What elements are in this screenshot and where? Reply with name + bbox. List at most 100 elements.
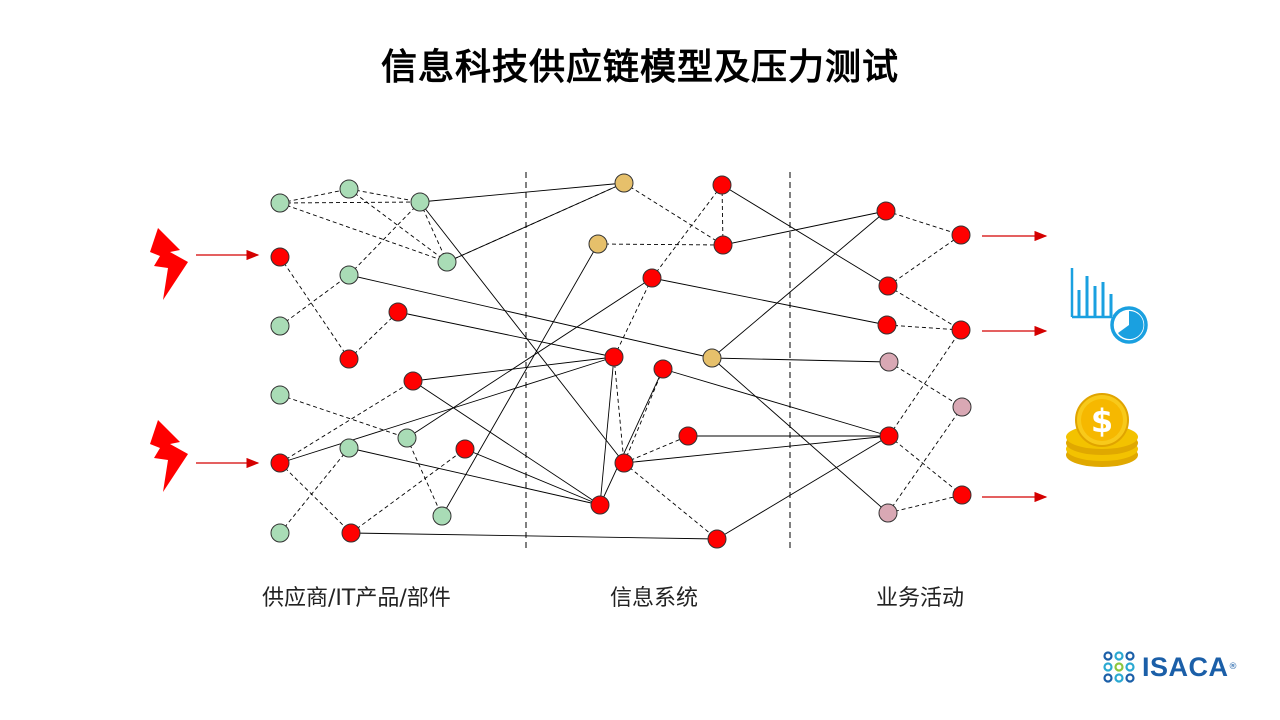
node-green xyxy=(270,193,290,213)
node-red xyxy=(604,347,624,367)
node-red xyxy=(678,426,698,446)
dashed-connection xyxy=(888,329,962,437)
dashed-connection xyxy=(279,462,352,534)
bar-chart-gauge-icon xyxy=(1070,268,1148,344)
column-label-business: 业务活动 xyxy=(876,586,965,611)
node-red xyxy=(707,529,727,549)
node-red xyxy=(878,276,898,296)
dashed-connection xyxy=(279,202,448,263)
dashed-connection xyxy=(887,285,962,331)
node-red xyxy=(403,371,423,391)
dashed-connection xyxy=(419,201,448,263)
node-pink xyxy=(879,352,899,372)
nodes xyxy=(270,173,972,549)
solid-connection xyxy=(716,435,890,540)
solid-connection xyxy=(651,277,888,326)
node-red xyxy=(341,523,361,543)
solid-connection xyxy=(419,182,625,203)
dashed-connection xyxy=(885,210,962,236)
node-red xyxy=(712,175,732,195)
solid-connection xyxy=(599,356,615,506)
node-green xyxy=(437,252,457,272)
dashed-connection xyxy=(887,494,963,514)
column-label-supplier: 供应商/IT产品/部件 xyxy=(262,586,451,611)
dashed-connection xyxy=(348,188,448,263)
dashed-connection xyxy=(623,435,689,464)
dashed-connection xyxy=(279,201,421,204)
node-red xyxy=(879,426,899,446)
node-red xyxy=(388,302,408,322)
lightning-bolt-icon xyxy=(150,420,188,492)
node-red xyxy=(952,485,972,505)
solid-connection xyxy=(348,274,713,359)
dashed-connection xyxy=(279,380,414,464)
solid-connection xyxy=(722,210,887,246)
edges xyxy=(279,182,963,540)
node-green xyxy=(397,428,417,448)
solid-connection xyxy=(446,182,625,263)
page-title: 信息科技供应链模型及压力测试 xyxy=(380,47,899,88)
isaca-logo-text: ISACA xyxy=(1142,651,1229,682)
dashed-connection xyxy=(623,182,724,246)
solid-connection xyxy=(599,368,664,506)
solid-connection xyxy=(397,311,615,358)
dashed-connection xyxy=(623,462,718,540)
dashed-connection xyxy=(348,201,421,276)
dollar-coins-icon: $ xyxy=(1066,393,1138,467)
column-separators xyxy=(525,172,791,550)
node-pink xyxy=(878,503,898,523)
solid-connection xyxy=(412,356,615,382)
dashed-connection xyxy=(613,356,625,464)
dashed-connection xyxy=(888,361,963,408)
node-green xyxy=(270,316,290,336)
dashed-connection xyxy=(613,277,653,358)
node-red xyxy=(877,315,897,335)
solid-connection xyxy=(711,357,890,363)
node-red xyxy=(876,201,896,221)
node-red xyxy=(455,439,475,459)
dashed-connection xyxy=(721,184,724,246)
node-red xyxy=(642,268,662,288)
node-red xyxy=(590,495,610,515)
solid-connection xyxy=(348,447,601,506)
dashed-connection xyxy=(887,406,963,514)
solid-connection xyxy=(711,210,887,359)
node-green xyxy=(339,438,359,458)
node-red xyxy=(951,225,971,245)
solid-connection xyxy=(711,357,889,514)
dashed-connection xyxy=(348,311,399,360)
node-yellow xyxy=(588,234,608,254)
node-red xyxy=(270,247,290,267)
node-red xyxy=(614,453,634,473)
dashed-connection xyxy=(888,435,963,496)
dashed-connection xyxy=(623,368,664,464)
dashed-connection xyxy=(279,256,350,360)
node-red xyxy=(951,320,971,340)
solid-connection xyxy=(279,356,615,464)
node-green xyxy=(339,179,359,199)
solid-connection xyxy=(464,448,601,506)
node-green xyxy=(432,506,452,526)
dashed-connection xyxy=(279,447,350,534)
dashed-connection xyxy=(279,394,408,439)
solid-connection xyxy=(350,532,718,540)
lightning-bolt-icon xyxy=(150,228,188,300)
solid-connection xyxy=(412,380,601,506)
dashed-connection xyxy=(348,188,421,203)
node-yellow xyxy=(702,348,722,368)
dashed-connection xyxy=(279,274,350,327)
dashed-connection xyxy=(406,437,443,517)
column-label-systems: 信息系统 xyxy=(610,586,699,611)
node-green xyxy=(410,192,430,212)
node-red xyxy=(653,359,673,379)
node-red xyxy=(713,235,733,255)
dashed-connection xyxy=(886,324,962,331)
dashed-connection xyxy=(887,234,962,287)
svg-text:$: $ xyxy=(1091,402,1113,440)
isaca-logo: ISACA® xyxy=(1102,650,1238,684)
solid-connection xyxy=(721,184,889,287)
node-red xyxy=(339,349,359,369)
node-red xyxy=(270,453,290,473)
solid-connection xyxy=(623,435,890,464)
node-green xyxy=(339,265,359,285)
